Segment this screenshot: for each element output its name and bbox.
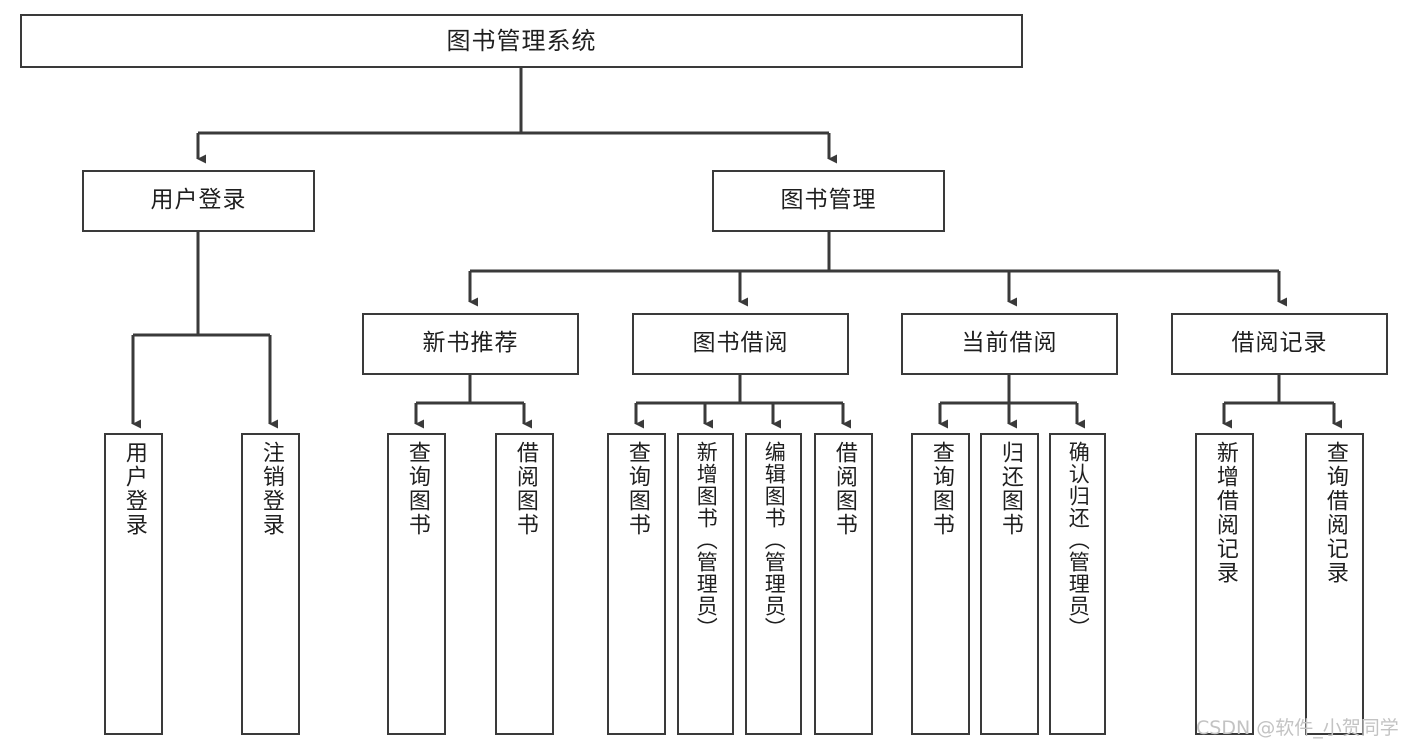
leaf-book-borrow-query-book[interactable]: 查询图书 — [607, 433, 666, 735]
leaf-book-borrow-add-book-admin[interactable]: 新增图书（管理员） — [677, 433, 734, 735]
leaf-book-borrow-edit-book-admin[interactable]: 编辑图书（管理员） — [745, 433, 802, 735]
node-label: 当前借阅 — [961, 330, 1058, 357]
leaf-borrow-record-add-record[interactable]: 新增借阅记录 — [1195, 433, 1254, 735]
node-label: 查询图书 — [928, 441, 954, 537]
node-label: 新增图书（管理员） — [694, 441, 719, 639]
csdn-watermark: CSDN @软件_小贺同学 — [1196, 717, 1399, 739]
node-label: 借阅图书 — [831, 441, 857, 537]
node-label: 新书推荐 — [422, 330, 519, 357]
node-root-book-management-system[interactable]: 图书管理系统 — [20, 14, 1023, 68]
node-book-borrow[interactable]: 图书借阅 — [632, 313, 849, 375]
leaf-new-book-borrow-book[interactable]: 借阅图书 — [495, 433, 554, 735]
node-label: 归还图书 — [997, 441, 1023, 537]
node-label: 查询图书 — [404, 441, 430, 537]
node-label: 借阅图书 — [512, 441, 538, 537]
node-label: 图书管理系统 — [446, 26, 597, 55]
node-new-book-recommend[interactable]: 新书推荐 — [362, 313, 579, 375]
node-label: 查询借阅记录 — [1322, 441, 1348, 585]
leaf-user-login[interactable]: 用户登录 — [104, 433, 163, 735]
leaf-current-borrow-query-book[interactable]: 查询图书 — [911, 433, 970, 735]
leaf-borrow-record-query-record[interactable]: 查询借阅记录 — [1305, 433, 1364, 735]
leaf-book-borrow-borrow-book[interactable]: 借阅图书 — [814, 433, 873, 735]
leaf-current-borrow-confirm-return-admin[interactable]: 确认归还（管理员） — [1049, 433, 1106, 735]
node-book-management[interactable]: 图书管理 — [712, 170, 945, 232]
node-borrow-record[interactable]: 借阅记录 — [1171, 313, 1388, 375]
node-label: 确认归还（管理员） — [1066, 441, 1091, 639]
leaf-current-borrow-return-book[interactable]: 归还图书 — [980, 433, 1039, 735]
node-label: 注销登录 — [258, 441, 284, 537]
node-label: 编辑图书（管理员） — [762, 441, 787, 639]
leaf-new-book-query-book[interactable]: 查询图书 — [387, 433, 446, 735]
node-current-borrow[interactable]: 当前借阅 — [901, 313, 1118, 375]
node-label: 新增借阅记录 — [1212, 441, 1238, 585]
node-label: 借阅记录 — [1231, 330, 1328, 357]
leaf-user-logout[interactable]: 注销登录 — [241, 433, 300, 735]
node-label: 图书管理 — [780, 187, 877, 214]
node-user-login[interactable]: 用户登录 — [82, 170, 315, 232]
node-label: 查询图书 — [624, 441, 650, 537]
node-label: 用户登录 — [121, 441, 147, 537]
node-label: 图书借阅 — [692, 330, 789, 357]
node-label: 用户登录 — [150, 187, 247, 214]
